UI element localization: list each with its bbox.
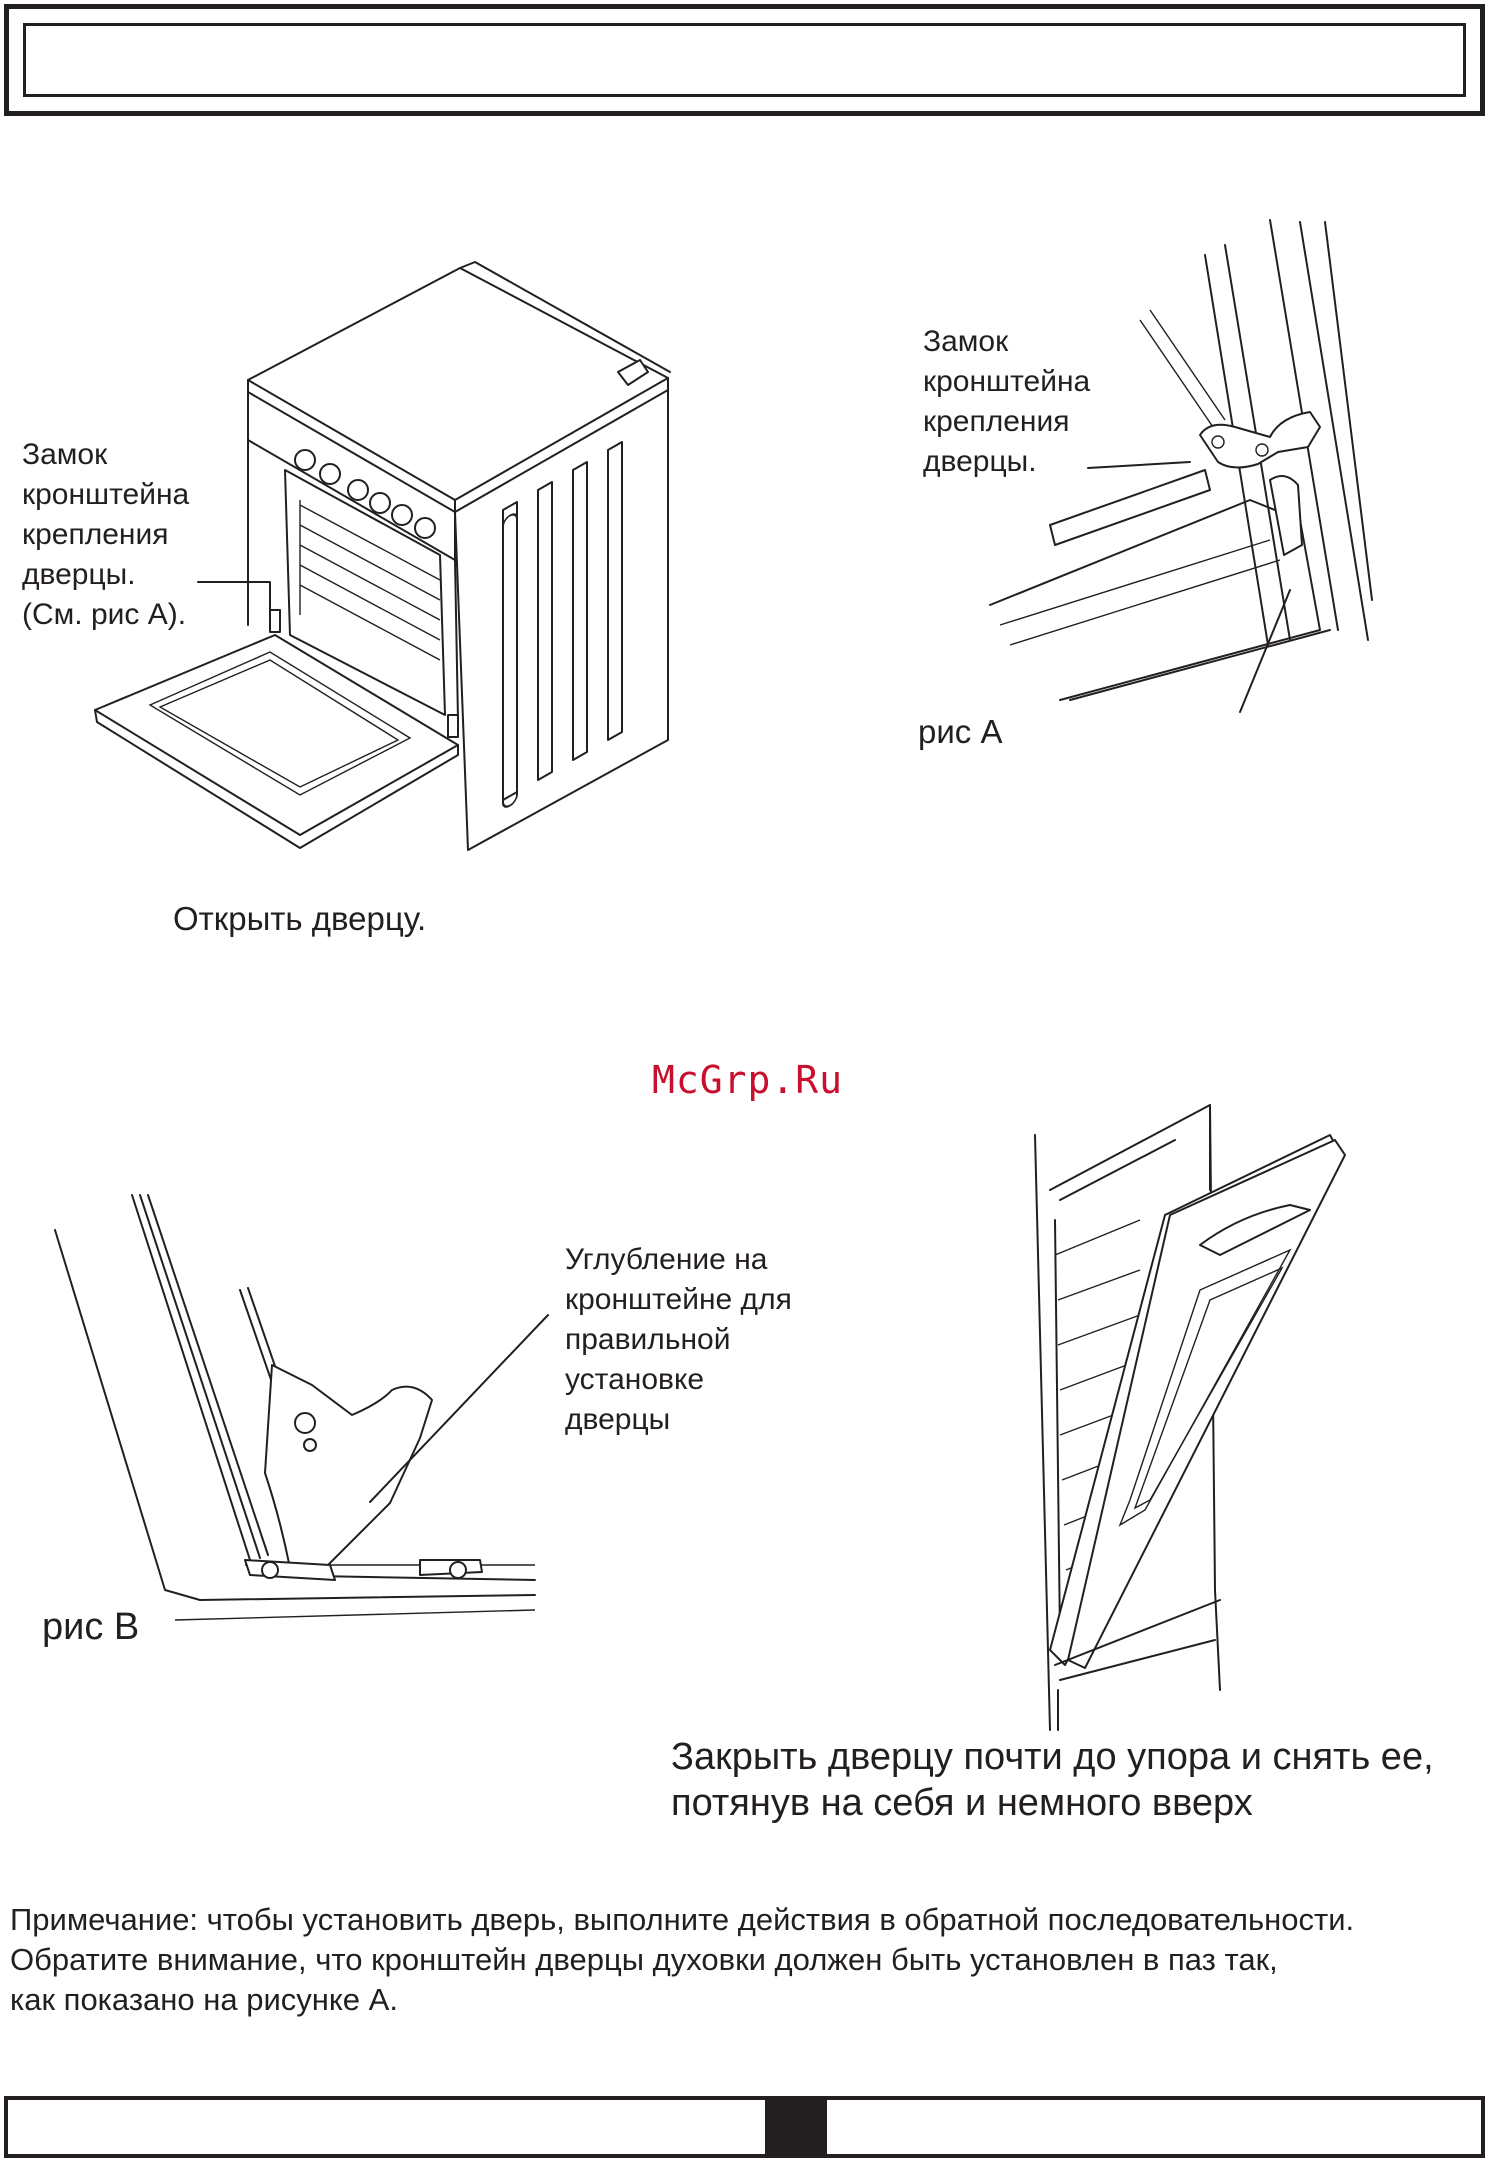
figure-a-caption: рис А [918, 713, 1003, 750]
footer-bar [4, 2096, 1485, 2158]
figure-1-caption: Открыть дверцу. [173, 900, 427, 937]
header-frame [4, 4, 1485, 116]
oven-cavity [284, 469, 446, 716]
figure-b-caption: рис В [42, 1606, 140, 1648]
figure-b-callout: Углубление на кронштейне для правильной … [565, 1243, 792, 1436]
knob-5 [391, 504, 413, 526]
hinge-slot [1049, 469, 1211, 546]
footer-page-tab [765, 2096, 827, 2158]
knob-3 [347, 479, 369, 501]
door-hinge-right [447, 714, 459, 738]
header-inner-frame [23, 23, 1466, 97]
knob-1 [294, 449, 316, 471]
hinge-lock-bracket [1199, 411, 1321, 469]
knob-6 [414, 517, 436, 539]
installation-note: Примечание: чтобы установить дверь, выпо… [10, 1902, 1355, 2017]
watermark: McGrp.Ru [652, 1058, 844, 1102]
knob-2 [319, 463, 341, 485]
knob-4 [369, 492, 391, 514]
door-handle [1199, 1204, 1311, 1256]
door-hinge-left [269, 609, 281, 633]
figure-a-callout: Замок кронштейна крепления дверцы. [923, 325, 1091, 478]
figure-1-callout: Замок кронштейна крепления дверцы. (См. … [22, 438, 190, 631]
door-removal-caption: Закрыть дверцу почти до упора и снять ее… [671, 1736, 1434, 1824]
